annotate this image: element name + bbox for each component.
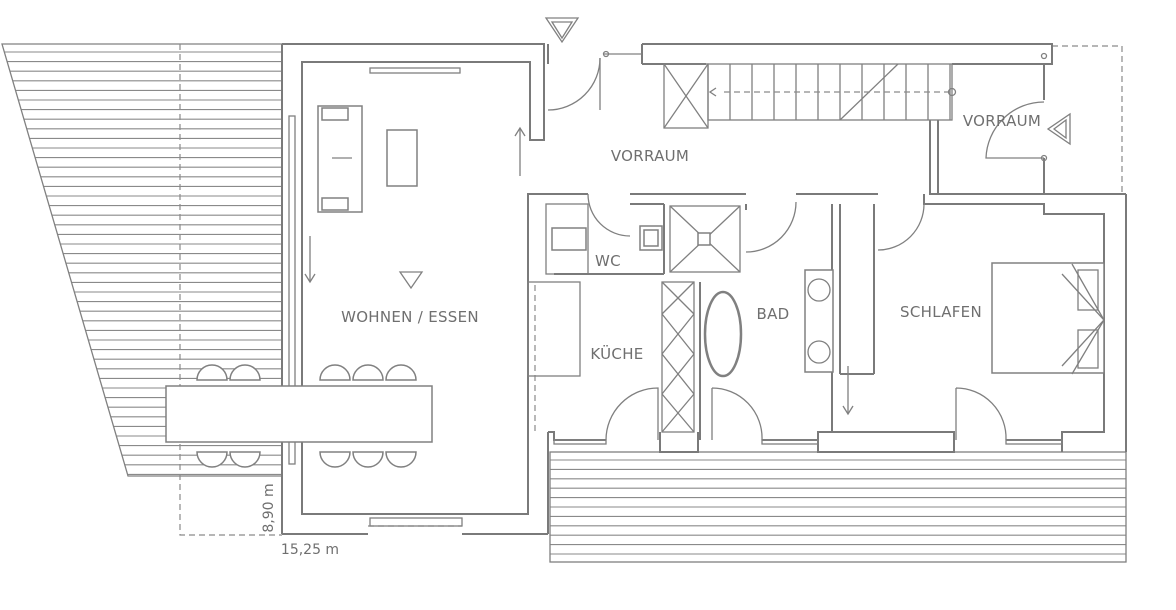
label-vorraum-main: VORRAUM bbox=[611, 147, 689, 165]
doors bbox=[547, 44, 1048, 441]
label-schlafen: SCHLAFEN bbox=[900, 303, 982, 321]
dimension-depth: 8,90 m bbox=[261, 483, 277, 532]
dimension-width: 15,25 m bbox=[281, 542, 339, 558]
label-wohnen: WOHNEN / ESSEN bbox=[341, 308, 479, 326]
label-wc: WC bbox=[595, 252, 621, 270]
bottom-terrace bbox=[549, 451, 1127, 563]
furniture bbox=[165, 105, 1105, 468]
label-vorraum-side: VORRAUM bbox=[963, 112, 1041, 130]
staircase bbox=[663, 63, 957, 129]
label-kueche: KÜCHE bbox=[590, 344, 643, 363]
markers bbox=[304, 17, 1071, 416]
label-bad: BAD bbox=[756, 305, 789, 323]
